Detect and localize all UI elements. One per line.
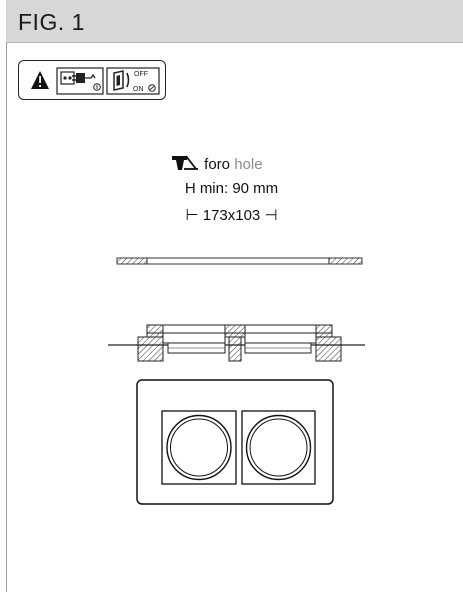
fixture-front-view	[136, 379, 334, 505]
page-border	[6, 0, 7, 592]
cutout-dimension: ⊢ 173x103 ⊣	[0, 206, 463, 224]
ceiling-panel-cutout-section	[116, 257, 363, 265]
power-socket-icon: ①	[56, 67, 104, 95]
safety-icons-strip: ① OFF ON ②	[18, 60, 166, 100]
warning-icon	[31, 71, 49, 89]
min-height-spec: H min: 90 mm	[184, 180, 279, 197]
cutout-size-value: 173x103	[202, 207, 261, 224]
switch-off-on-icon: OFF ON ②	[106, 67, 160, 95]
figure-title: FIG. 1	[18, 9, 85, 35]
hole-label-italian: foro	[204, 156, 231, 173]
dimension-left-marker: ⊢	[185, 207, 203, 224]
fixture-section-view	[108, 324, 365, 362]
hole-label: foro hole	[170, 152, 300, 174]
switch-off-label: OFF	[134, 71, 148, 78]
hole-cut-icon	[172, 155, 198, 170]
dimension-right-marker: ⊣	[264, 207, 278, 224]
switch-on-label: ON	[133, 86, 144, 93]
figure-header: FIG. 1	[6, 0, 463, 43]
hole-label-english: hole	[234, 156, 263, 173]
